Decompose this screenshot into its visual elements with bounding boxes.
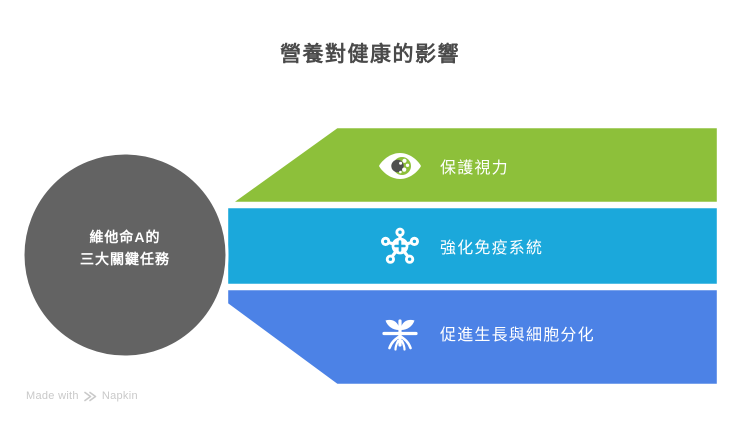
watermark[interactable]: Made with Napkin xyxy=(26,390,138,402)
page-title: 營養對健康的影響 xyxy=(280,43,460,66)
watermark-prefix: Made with xyxy=(26,390,79,402)
napkin-logo-icon xyxy=(84,391,97,402)
branch-shape-vision[interactable] xyxy=(225,125,720,208)
branch-shape-immunity[interactable] xyxy=(225,205,720,287)
hub-circle[interactable] xyxy=(21,151,229,359)
branch-shape-growth[interactable] xyxy=(225,287,720,387)
watermark-brand: Napkin xyxy=(101,390,138,402)
